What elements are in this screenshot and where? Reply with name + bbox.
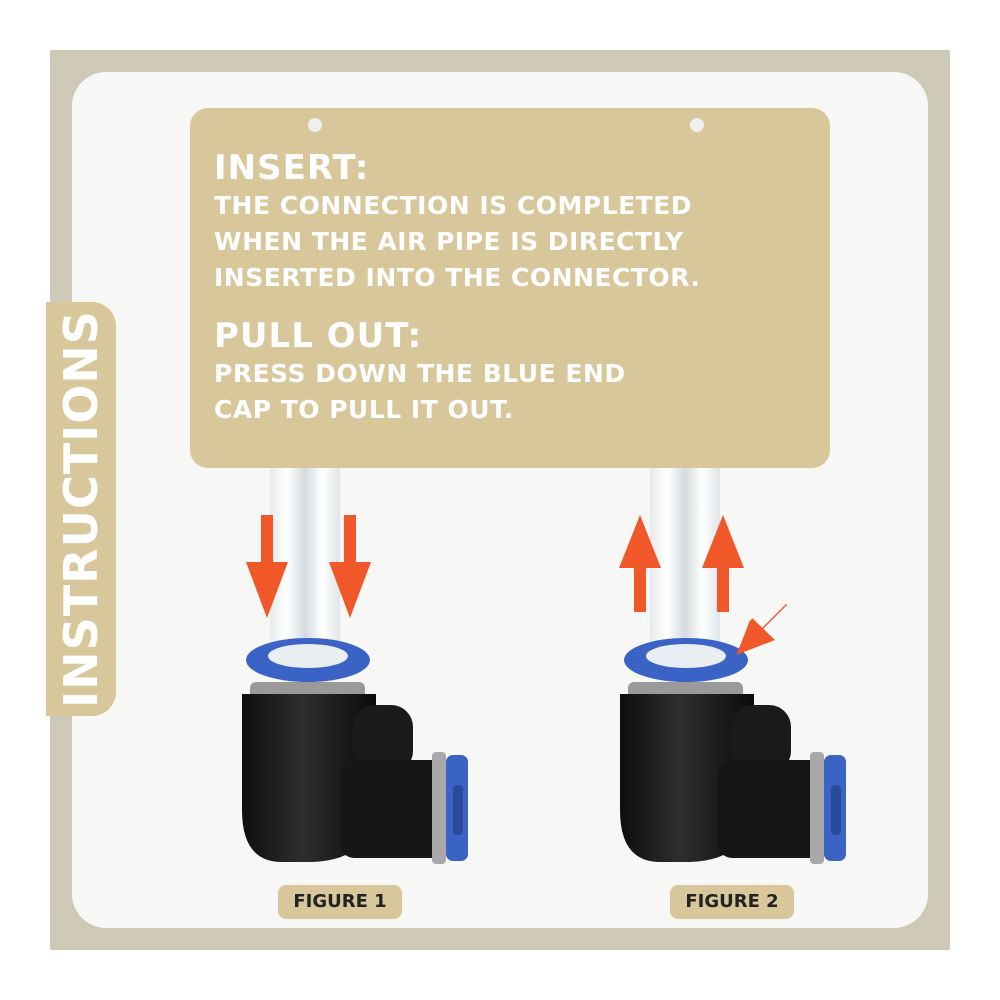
side-ring-2 xyxy=(810,752,824,864)
side-tab xyxy=(46,302,116,716)
insert-heading: INSERT: xyxy=(214,148,370,188)
down-arrow-icon xyxy=(246,515,371,618)
pull-out-line: PRESS DOWN THE BLUE END xyxy=(214,359,626,388)
side-ring-1 xyxy=(432,752,446,864)
press-arrow-icon xyxy=(736,604,796,655)
figure-1-label: FIGURE 1 xyxy=(278,885,402,919)
insert-line: INSERTED INTO THE CONNECTOR. xyxy=(214,263,701,292)
side-cap-shade-2 xyxy=(831,785,841,835)
up-arrow-icon xyxy=(619,515,744,612)
pipe-mouth-2 xyxy=(646,644,726,668)
pull-out-line: CAP TO PULL IT OUT. xyxy=(214,395,514,424)
elbow-lug-2 xyxy=(731,705,791,773)
insert-line: WHEN THE AIR PIPE IS DIRECTLY xyxy=(214,227,684,256)
side-cap-shade-1 xyxy=(453,785,463,835)
air-pipe-1 xyxy=(270,440,340,655)
pipe-mouth-1 xyxy=(268,644,348,668)
hang-hole-icon xyxy=(308,118,322,132)
fitting-figure-2 xyxy=(620,440,846,864)
hang-hole-icon xyxy=(690,118,704,132)
instruction-banner: INSERT: THE CONNECTION IS COMPLETED WHEN… xyxy=(190,108,830,468)
elbow-side-2 xyxy=(718,760,823,858)
elbow-lug-1 xyxy=(353,705,413,773)
fitting-figure-1 xyxy=(242,440,468,864)
insert-line: THE CONNECTION IS COMPLETED xyxy=(214,191,693,220)
elbow-side-1 xyxy=(340,760,445,858)
air-pipe-2 xyxy=(650,440,720,655)
pull-out-heading: PULL OUT: xyxy=(214,316,423,356)
figure-2-label: FIGURE 2 xyxy=(670,885,794,919)
